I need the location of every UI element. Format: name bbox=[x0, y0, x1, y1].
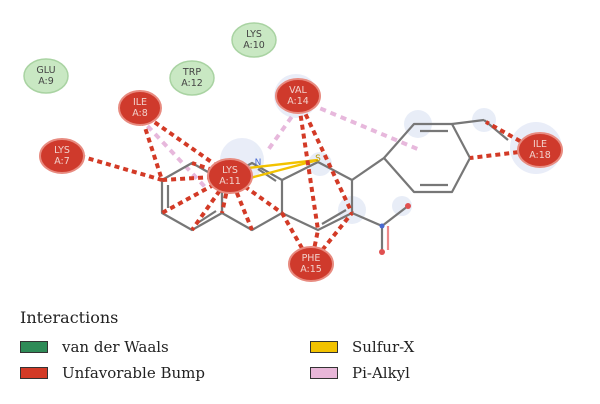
legend-item-van-der-waals: van der Waals bbox=[20, 338, 169, 356]
legend-item-sulfur-x: Sulfur-X bbox=[310, 338, 414, 356]
residue-trp12: TRP A:12 bbox=[169, 60, 215, 96]
residue-val14: VAL A:14 bbox=[275, 78, 321, 114]
residue-lys7: LYS A:7 bbox=[39, 138, 85, 174]
legend-label: Unfavorable Bump bbox=[62, 364, 205, 382]
residue-position: A:12 bbox=[181, 78, 203, 89]
legend-swatch bbox=[20, 341, 48, 353]
residue-position: A:14 bbox=[287, 96, 309, 107]
residue-name: ILE bbox=[133, 97, 147, 108]
legend-item-unfavorable-bump: Unfavorable Bump bbox=[20, 364, 205, 382]
residue-lys11: LYS A:11 bbox=[207, 158, 253, 194]
nitrogen-atom-label: N bbox=[255, 158, 262, 168]
residue-glu9: GLU A:9 bbox=[23, 58, 69, 94]
interaction-diagram: N S GLU A:9 LYS A:10 TRP A:12 ILE A:8 VA… bbox=[23, 22, 563, 282]
residue-position: A:15 bbox=[300, 264, 322, 275]
sulfur-atom-label: S bbox=[315, 154, 321, 164]
legend-label: Sulfur-X bbox=[352, 338, 415, 356]
residue-name: ILE bbox=[533, 139, 547, 150]
residue-name: LYS bbox=[54, 145, 70, 156]
legend-swatch bbox=[310, 367, 338, 379]
pi-alkyl-interactions bbox=[138, 98, 421, 190]
legend-swatch bbox=[310, 341, 338, 353]
residue-phe15: PHE A:15 bbox=[288, 246, 334, 282]
residue-name: LYS bbox=[222, 165, 238, 176]
legend-label: van der Waals bbox=[62, 338, 169, 356]
residue-lys10: LYS A:10 bbox=[231, 22, 277, 58]
residue-name: VAL bbox=[289, 85, 307, 96]
residue-position: A:10 bbox=[243, 40, 265, 51]
residue-position: A:11 bbox=[219, 176, 241, 187]
interactions-legend: Interactions van der Waals Sulfur-X Unfa… bbox=[20, 308, 580, 398]
nitro-group bbox=[379, 203, 411, 255]
residue-position: A:8 bbox=[132, 108, 148, 119]
residue-position: A:18 bbox=[529, 150, 551, 161]
legend-swatch bbox=[20, 367, 48, 379]
residue-ile18: ILE A:18 bbox=[517, 132, 563, 168]
residue-name: PHE bbox=[302, 253, 321, 264]
residue-position: A:9 bbox=[38, 76, 54, 87]
residue-position: A:7 bbox=[54, 156, 70, 167]
residue-name: LYS bbox=[246, 29, 262, 40]
residue-name: GLU bbox=[36, 65, 55, 76]
legend-label: Pi-Alkyl bbox=[352, 364, 410, 382]
legend-item-pi-alkyl: Pi-Alkyl bbox=[310, 364, 410, 382]
residue-ile8: ILE A:8 bbox=[118, 90, 162, 126]
residue-name: TRP bbox=[182, 67, 201, 78]
legend-title: Interactions bbox=[20, 308, 119, 327]
